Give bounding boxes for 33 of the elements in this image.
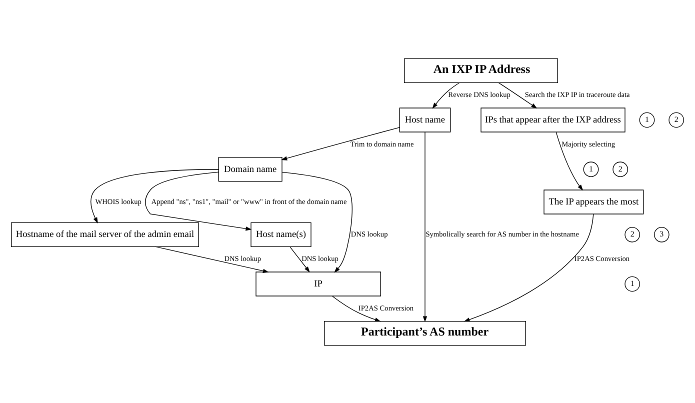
edge-label: WHOIS lookup: [95, 196, 142, 206]
edge-label: Trim to domain name: [350, 139, 414, 148]
node-box: IP: [256, 271, 381, 296]
edge-label: DNS lookup: [302, 254, 338, 263]
edge-label: Reverse DNS lookup: [448, 90, 510, 99]
node-box: IPs that appear after the IXP address: [480, 107, 626, 132]
node-box: The IP appears the most: [544, 189, 644, 214]
arrow: [556, 131, 584, 190]
edge-label: Search the IXP IP in traceroute data: [524, 90, 630, 99]
edge-label: IP2AS Conversion: [358, 303, 414, 312]
arrow: [155, 246, 269, 272]
node-box: Hostname of the mail server of the admin email: [11, 222, 199, 246]
arrow: [422, 131, 428, 322]
node-box: Host name(s): [250, 222, 312, 246]
edge-label: Append "ns", "ns1", "mail" or "www" in front of the domain name: [151, 196, 347, 206]
edge-label: IP2AS Conversion: [574, 254, 630, 263]
edge-label: DNS lookup: [224, 254, 262, 263]
arrow: [281, 126, 400, 160]
edge-label: Majority selecting: [562, 139, 616, 148]
arrow: [432, 82, 460, 108]
arrow: [290, 246, 310, 272]
arrow: [144, 171, 252, 230]
node-box: Host name: [399, 107, 451, 132]
arrow: [464, 213, 594, 322]
arrow: [90, 168, 219, 223]
edge-label: Symbolically search for AS number in the hostname: [426, 229, 579, 238]
arrow: [282, 171, 352, 272]
edge-label: DNS lookup: [350, 229, 388, 238]
arrow: [332, 295, 381, 322]
arrow: [498, 82, 538, 108]
node-box: An IXP IP Address: [404, 58, 558, 82]
node-box: Participant’s AS number: [324, 320, 526, 346]
node-box: Domain name: [218, 156, 282, 182]
